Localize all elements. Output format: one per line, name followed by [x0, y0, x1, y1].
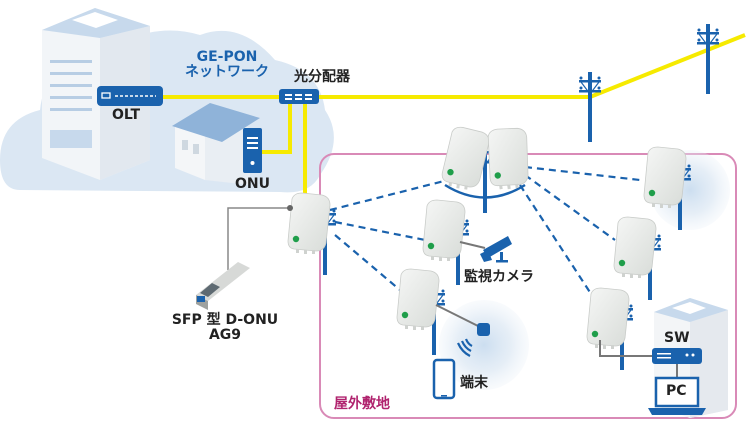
outdoor-area-label: 屋外敷地	[334, 396, 390, 412]
ap-right-bottom[interactable]	[586, 287, 634, 371]
network-label-line2: ネットワーク	[185, 64, 269, 80]
fiber-lines	[160, 33, 746, 195]
outdoor-area-border	[319, 153, 737, 419]
onu-label: ONU	[235, 176, 270, 192]
center-ap-pair[interactable]	[439, 124, 535, 214]
smartphone-icon[interactable]	[432, 358, 456, 400]
camera-label: 監視カメラ	[464, 269, 534, 285]
switch-device[interactable]	[652, 348, 702, 364]
ge-pon-network-label: GE-PON ネットワーク	[172, 50, 282, 80]
onu-device[interactable]	[243, 128, 262, 173]
wifi-glow	[439, 300, 529, 390]
olt-label: OLT	[112, 107, 141, 123]
wireless-links	[329, 165, 641, 301]
sw-building-icon	[654, 298, 728, 418]
house-icon	[172, 103, 260, 185]
network-label-line1: GE-PON	[196, 49, 258, 65]
laptop-icon[interactable]	[648, 376, 706, 415]
ap-right-middle[interactable]	[613, 216, 662, 301]
utility-pole-icon	[696, 23, 720, 95]
splitter-label: 光分配器	[294, 69, 350, 85]
access-point-node	[477, 323, 490, 336]
utility-pole-icon	[578, 71, 602, 143]
olt-device[interactable]	[97, 86, 163, 106]
sfp-label: SFP 型 D-ONU AG9	[160, 313, 290, 343]
sw-label: SW	[664, 330, 690, 346]
building-icon	[42, 8, 150, 180]
sfp-cable	[227, 207, 290, 270]
ap-terminal[interactable]	[396, 268, 446, 356]
optical-splitter[interactable]	[279, 89, 319, 104]
sfp-label-line1: SFP 型 D-ONU	[171, 312, 279, 328]
sfp-label-line2: AG9	[208, 327, 242, 343]
sw-cable	[599, 340, 655, 357]
ap-left-sfp[interactable]	[287, 192, 337, 276]
camera-icon[interactable]	[459, 236, 512, 263]
terminal-label: 端末	[460, 375, 488, 391]
pc-label: PC	[666, 383, 687, 399]
wifi-icon	[456, 338, 473, 357]
sfp-module-icon[interactable]	[196, 262, 250, 310]
